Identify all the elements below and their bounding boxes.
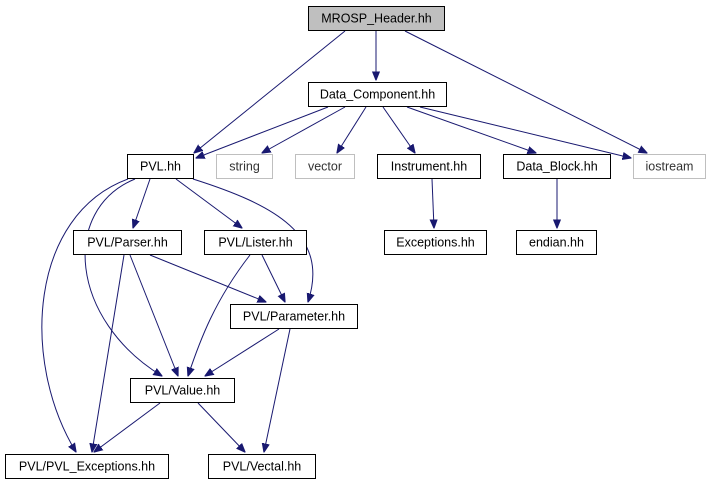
- edge-pvl-to-pvl-parameter: [192, 178, 313, 302]
- edges-layer: [41, 30, 647, 452]
- edge-data-component-to-pvl: [196, 106, 329, 158]
- nodes-layer: MROSP_Header.hh Data_Component.hh PVL.hh…: [5, 6, 706, 479]
- node-exceptions[interactable]: Exceptions.hh: [384, 230, 487, 255]
- node-mrosp-header-label: MROSP_Header.hh: [321, 12, 432, 26]
- node-pvl-parser[interactable]: PVL/Parser.hh: [73, 230, 182, 255]
- edge-pvl-value-to-pvl-exceptions: [94, 402, 161, 452]
- node-pvl-vectal[interactable]: PVL/Vectal.hh: [208, 454, 316, 479]
- node-instrument[interactable]: Instrument.hh: [377, 154, 481, 179]
- node-endian-label: endian.hh: [529, 236, 584, 250]
- node-mrosp-header[interactable]: MROSP_Header.hh: [308, 6, 445, 31]
- node-pvl-value-label: PVL/Value.hh: [145, 384, 221, 398]
- edge-pvl-to-pvl-parser: [133, 178, 151, 228]
- edge-data-component-to-vector: [337, 106, 367, 153]
- edge-pvl-parser-to-pvl-value: [129, 254, 178, 376]
- node-exceptions-label: Exceptions.hh: [396, 236, 475, 250]
- edge-pvl-parser-to-pvl-parameter: [149, 254, 266, 302]
- node-string[interactable]: string: [216, 154, 273, 179]
- node-instrument-label: Instrument.hh: [391, 160, 467, 174]
- node-data-component-label: Data_Component.hh: [320, 88, 435, 102]
- node-pvl-vectal-label: PVL/Vectal.hh: [223, 460, 302, 474]
- edge-instrument-to-exceptions: [432, 178, 434, 228]
- node-pvl-lister[interactable]: PVL/Lister.hh: [204, 230, 307, 255]
- node-pvl-exceptions[interactable]: PVL/PVL_Exceptions.hh: [5, 454, 169, 479]
- node-string-label: string: [229, 160, 260, 174]
- edge-pvl-to-pvl-lister: [175, 178, 242, 228]
- edge-data-component-to-instrument: [382, 106, 415, 153]
- edge-data-component-to-data-block: [406, 106, 536, 153]
- node-data-block[interactable]: Data_Block.hh: [503, 154, 611, 179]
- edge-mrosp-header-to-iostream: [404, 30, 647, 153]
- edge-data-component-to-string: [262, 106, 346, 153]
- node-pvl-exceptions-label: PVL/PVL_Exceptions.hh: [19, 460, 155, 474]
- edge-mrosp-header-to-pvl: [194, 30, 346, 153]
- node-pvl-parser-label: PVL/Parser.hh: [87, 236, 168, 250]
- edge-pvl-parameter-to-pvl-value: [205, 328, 280, 376]
- node-data-component[interactable]: Data_Component.hh: [308, 82, 447, 107]
- node-data-block-label: Data_Block.hh: [516, 160, 597, 174]
- edge-pvl-parser-to-pvl-exceptions: [92, 254, 125, 452]
- edge-pvl-value-to-pvl-vectal: [197, 402, 245, 452]
- node-pvl-value[interactable]: PVL/Value.hh: [130, 378, 235, 403]
- node-pvl-parameter[interactable]: PVL/Parameter.hh: [230, 304, 358, 329]
- edge-data-component-to-iostream: [419, 106, 631, 158]
- edge-pvl-lister-to-pvl-value: [188, 254, 251, 376]
- node-pvl-parameter-label: PVL/Parameter.hh: [243, 310, 345, 324]
- node-iostream-label: iostream: [646, 160, 694, 174]
- edge-pvl-parameter-to-pvl-vectal: [264, 328, 291, 452]
- edge-pvl-to-pvl-value: [84, 178, 162, 376]
- node-vector-label: vector: [308, 160, 342, 174]
- node-vector[interactable]: vector: [295, 154, 355, 179]
- node-pvl-label: PVL.hh: [140, 160, 181, 174]
- node-pvl[interactable]: PVL.hh: [127, 154, 194, 179]
- edge-pvl-to-pvl-exceptions: [41, 178, 129, 452]
- node-pvl-lister-label: PVL/Lister.hh: [218, 236, 292, 250]
- node-iostream[interactable]: iostream: [633, 154, 706, 179]
- edge-pvl-lister-to-pvl-parameter: [261, 254, 285, 302]
- node-endian[interactable]: endian.hh: [516, 230, 597, 255]
